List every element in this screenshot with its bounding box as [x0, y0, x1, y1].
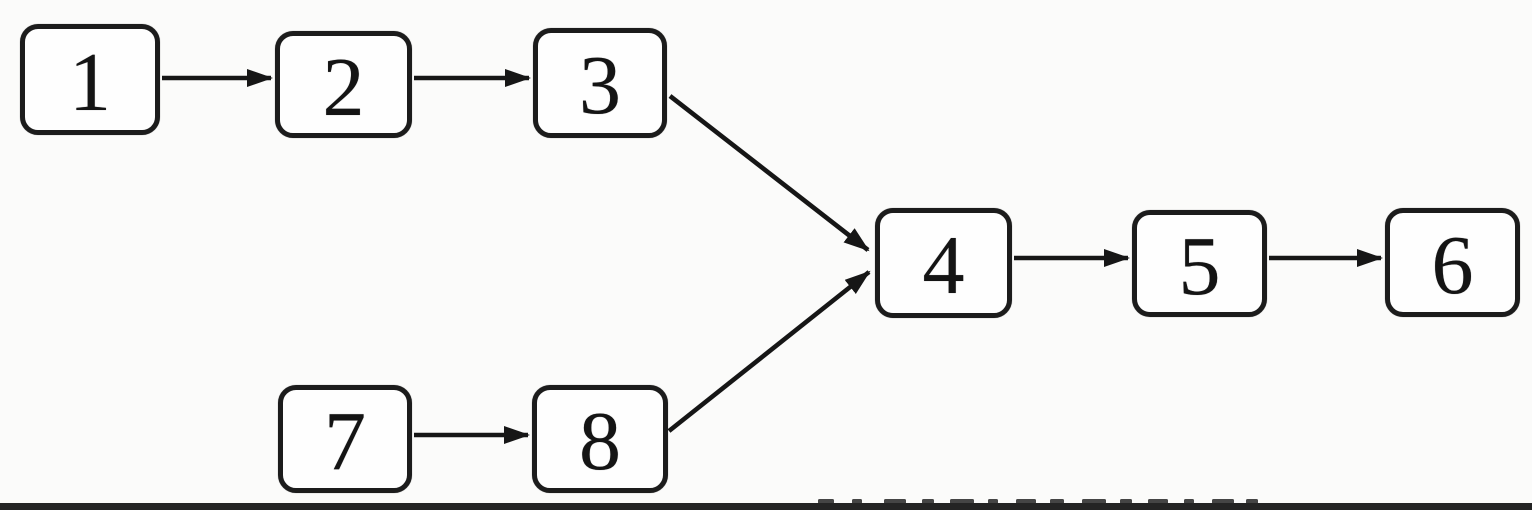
flow-node-3: 3: [533, 28, 667, 138]
cropped-text-fragment: [1246, 499, 1258, 504]
cropped-text-fragment: [852, 499, 862, 504]
cropped-text-fragment: [988, 499, 998, 504]
cropped-text-fragment: [922, 499, 934, 504]
cropped-text-fragment: [1050, 499, 1064, 504]
node-label: 4: [922, 219, 965, 312]
cropped-text-fragment: [818, 499, 834, 504]
edge-3-to-4: [668, 94, 870, 252]
flow-node-1: 1: [20, 24, 160, 135]
flow-node-4: 4: [875, 208, 1012, 318]
cropped-text-fragment: [1148, 499, 1168, 504]
cropped-caption-bar: [0, 503, 1532, 510]
node-label: 2: [322, 40, 365, 134]
node-label: 6: [1431, 218, 1474, 312]
node-label: 7: [324, 395, 366, 488]
node-label: 5: [1178, 219, 1221, 313]
cropped-text-fragment: [1120, 499, 1132, 504]
flow-node-6: 6: [1385, 208, 1520, 317]
edge-8-to-4: [667, 270, 871, 433]
cropped-text-fragment: [1212, 499, 1234, 504]
cropped-text-fragment: [1184, 499, 1194, 504]
cropped-text-fragment: [1016, 499, 1036, 504]
node-label: 8: [579, 395, 621, 488]
node-label: 3: [579, 39, 621, 132]
cropped-text-fragment: [1082, 499, 1106, 504]
node-label: 1: [69, 35, 111, 129]
cropped-text-fragment: [884, 499, 906, 504]
flow-node-7: 7: [278, 385, 412, 493]
flow-node-5: 5: [1132, 210, 1267, 317]
cropped-text-fragment: [950, 499, 974, 504]
flow-node-2: 2: [275, 31, 412, 138]
flow-node-8: 8: [532, 385, 668, 493]
